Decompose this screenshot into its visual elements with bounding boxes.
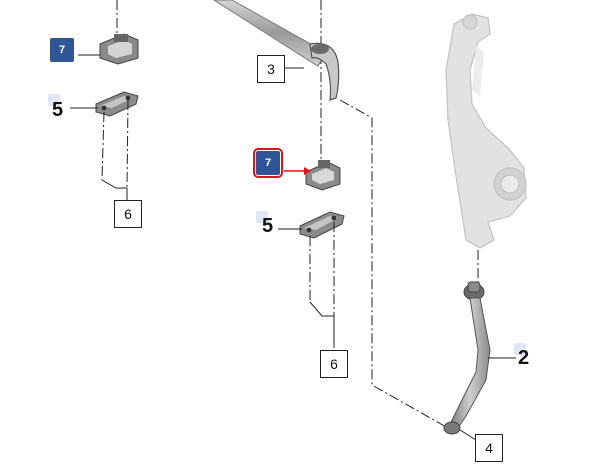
bushing-icon-top — [99, 33, 139, 65]
callout-7-mid[interactable]: 7 — [253, 148, 283, 178]
highlight-arrow-head-icon — [304, 167, 311, 175]
callout-6-mid[interactable]: 6 — [320, 350, 348, 378]
control-arm-icon — [443, 281, 491, 435]
bushing-icon-mid — [305, 160, 341, 191]
callout-5-top[interactable]: 5 — [52, 99, 64, 121]
callout-4[interactable]: 4 — [475, 434, 503, 462]
callout-5-top-tab — [48, 94, 60, 106]
steering-knuckle-icon — [445, 13, 527, 249]
bracket-icon-mid — [299, 211, 345, 239]
callout-2[interactable]: 2 — [518, 347, 530, 369]
leader-line-3-to-4 — [339, 99, 449, 429]
callout-2-tab — [514, 343, 526, 355]
callout-5-mid[interactable]: 5 — [262, 215, 274, 237]
stabilizer-bar-icon — [213, 0, 340, 101]
callout-5-mid-tab — [256, 211, 268, 223]
callout-3[interactable]: 3 — [257, 55, 285, 83]
callout-7-top[interactable]: 7 — [50, 38, 74, 62]
bracket-icon-top — [95, 91, 139, 117]
callout-6-top[interactable]: 6 — [114, 200, 142, 228]
